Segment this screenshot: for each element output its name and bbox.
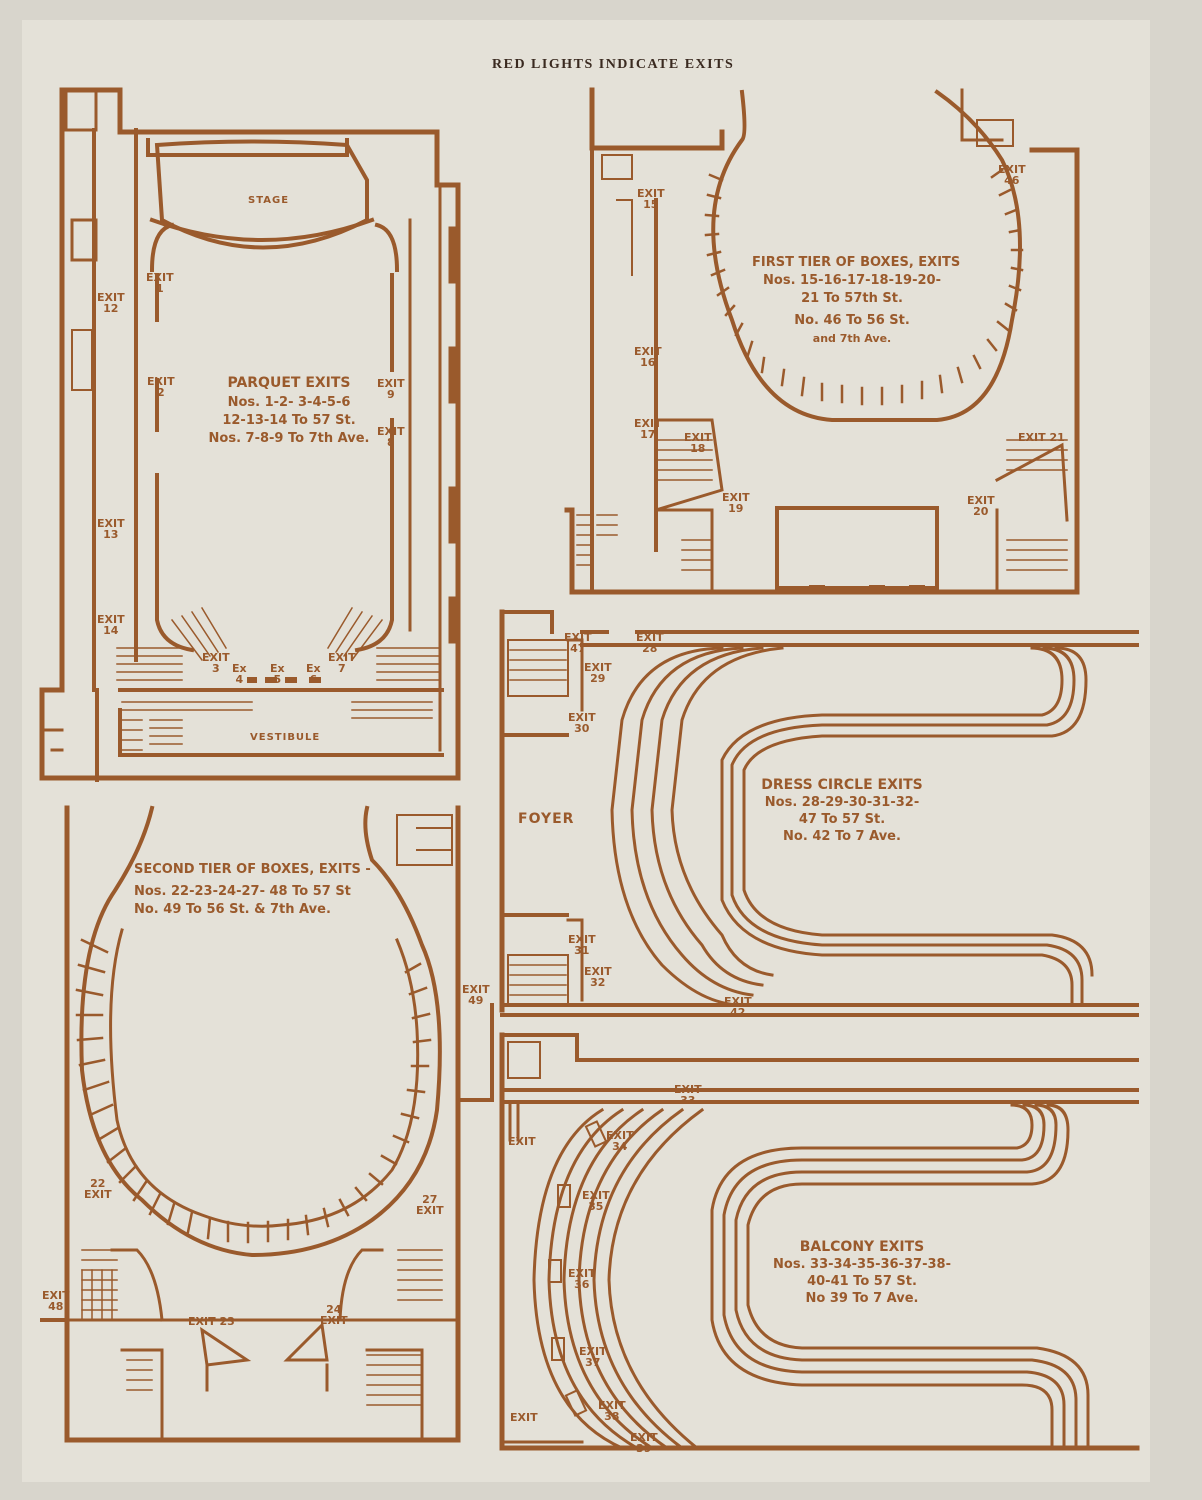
- second-tier-caption: SECOND TIER OF BOXES, EXITS - Nos. 22-23…: [134, 863, 394, 916]
- first-tier-line: and 7th Ave.: [812, 332, 892, 345]
- balcony-line: No 39 To 7 Ave.: [805, 1291, 919, 1306]
- parquet-line: 12-13-14 To 57 St.: [222, 413, 356, 428]
- page-header: RED LIGHTS INDICATE EXITS: [492, 57, 735, 72]
- first-tier-line: Nos. 15-16-17-18-19-20-: [763, 273, 941, 288]
- first-tier-caption: FIRST TIER OF BOXES, EXITS Nos. 15-16-17…: [752, 255, 961, 345]
- second-tier-line: Nos. 22-23-24-27- 48 To 57 St: [134, 884, 351, 899]
- exit-marker-21: EXIT 21: [1018, 431, 1065, 444]
- second-tier-title: SECOND TIER OF BOXES, EXITS -: [134, 862, 371, 877]
- second-tier-line: No. 49 To 56 St. & 7th Ave.: [134, 902, 331, 917]
- balcony-line: Nos. 33-34-35-36-37-38-: [773, 1257, 951, 1272]
- parquet-caption: PARQUET EXITS Nos. 1-2- 3-4-5-6 12-13-14…: [184, 376, 394, 445]
- first-tier-line: 21 To 57th St.: [801, 291, 903, 306]
- parquet-plan: [39, 87, 461, 782]
- second-tier-boxes: [75, 938, 432, 1244]
- dress-circle-plan: [499, 609, 1139, 1017]
- first-tier-boxes: [704, 168, 1024, 406]
- vestibule-label: VESTIBULE: [250, 732, 321, 743]
- balcony-title: BALCONY EXITS: [799, 1239, 925, 1255]
- stage-label: STAGE: [248, 195, 290, 206]
- balcony-plan: [499, 1032, 1140, 1451]
- balcony-caption: BALCONY EXITS Nos. 33-34-35-36-37-38- 40…: [752, 1240, 972, 1305]
- parquet-line: Nos. 1-2- 3-4-5-6: [227, 395, 351, 410]
- parquet-line: Nos. 7-8-9 To 7th Ave.: [208, 431, 370, 446]
- first-tier-plan: [564, 87, 1080, 595]
- exit-marker-23: EXIT 23: [188, 1315, 235, 1328]
- first-tier-line: No. 46 To 56 St.: [794, 313, 910, 328]
- second-tier-plan: [40, 805, 494, 1443]
- dress-circle-line: Nos. 28-29-30-31-32-: [764, 795, 920, 810]
- theatre-floor-plans: [39, 87, 1140, 1451]
- dress-circle-caption: DRESS CIRCLE EXITS Nos. 28-29-30-31-32- …: [732, 778, 952, 843]
- exit-marker-balcony-lower: EXIT: [510, 1411, 538, 1424]
- first-tier-title: FIRST TIER OF BOXES, EXITS: [752, 255, 961, 270]
- dress-circle-title: DRESS CIRCLE EXITS: [761, 777, 923, 793]
- exit-marker-balcony-upper: EXIT: [508, 1135, 536, 1148]
- dress-circle-line: 47 To 57 St.: [798, 812, 886, 827]
- parquet-title: PARQUET EXITS: [227, 375, 351, 391]
- dress-circle-line: No. 42 To 7 Ave.: [783, 829, 901, 844]
- dress-circle-rows: [610, 646, 1094, 1007]
- balcony-line: 40-41 To 57 St.: [807, 1274, 917, 1289]
- program-page: RED LIGHTS INDICATE EXITS STAGE VESTIBUL…: [22, 20, 1150, 1482]
- foyer-label: FOYER: [518, 811, 575, 827]
